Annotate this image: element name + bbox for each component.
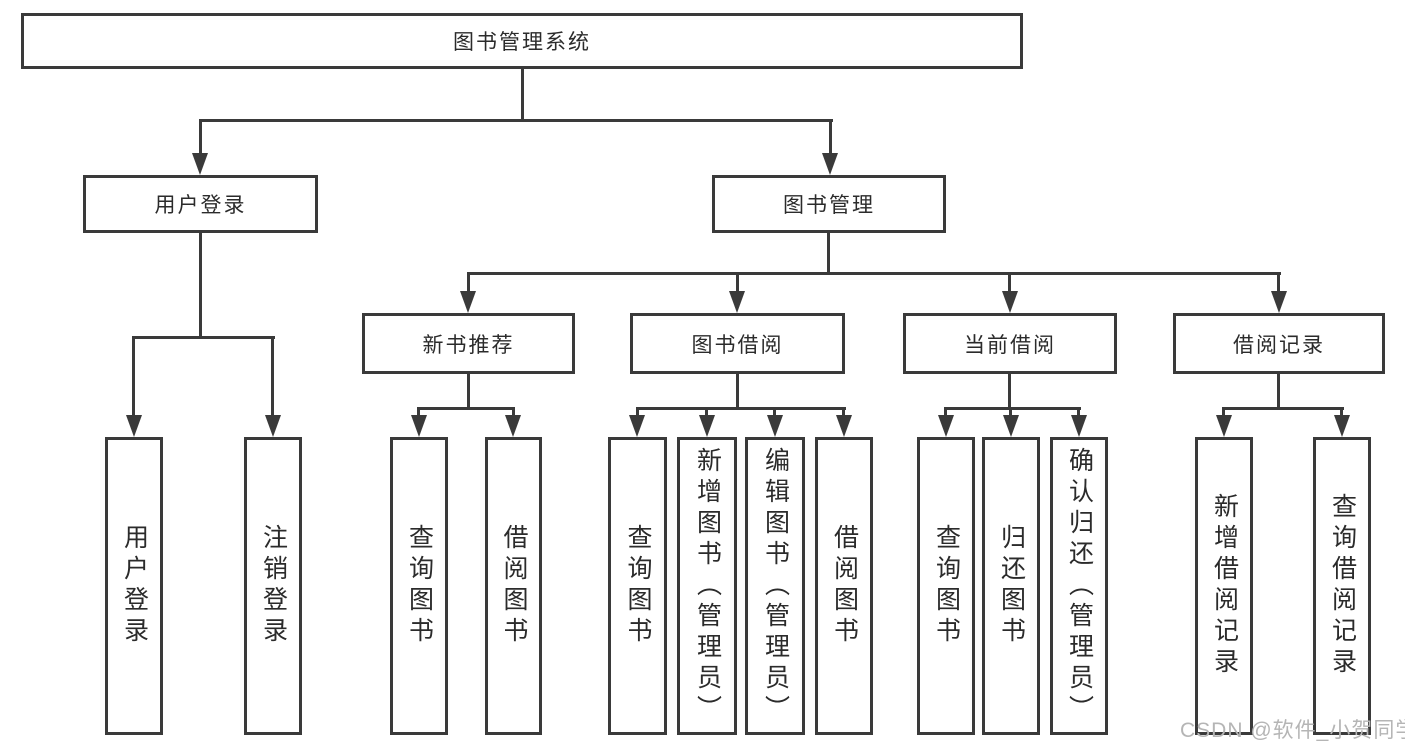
leaf-return-book: 归还图书 <box>982 437 1040 735</box>
leaf-edit-book-admin-label: 编辑图书（管理员） <box>761 446 790 726</box>
leaf-query-books-current: 查询图书 <box>917 437 975 735</box>
node-book-management: 图书管理 <box>712 175 946 233</box>
leaf-query-books-borrowing: 查询图书 <box>608 437 667 735</box>
connector <box>1277 374 1280 409</box>
connector <box>512 407 515 417</box>
connector <box>736 374 739 409</box>
connector <box>944 407 947 417</box>
watermark: CSDN @软件_小贺同学 <box>1180 719 1405 742</box>
connector <box>1008 374 1011 409</box>
leaf-borrow-books-recommend-label: 借阅图书 <box>500 524 528 648</box>
arrowhead-down-icon <box>729 291 745 313</box>
connector <box>199 119 202 155</box>
leaf-edit-book-admin: 编辑图书（管理员） <box>745 437 805 735</box>
leaf-add-book-admin-label: 新增图书（管理员） <box>693 446 722 726</box>
arrowhead-down-icon <box>836 415 852 437</box>
connector <box>199 233 202 338</box>
leaf-add-borrow-record: 新增借阅记录 <box>1195 437 1253 735</box>
connector <box>271 336 274 417</box>
leaf-query-books-recommend-label: 查询图书 <box>405 524 434 648</box>
connector <box>199 119 833 122</box>
leaf-query-borrow-record-label: 查询借阅记录 <box>1328 493 1357 679</box>
connector <box>1009 407 1012 417</box>
connector <box>1340 407 1343 417</box>
node-library-management-system: 图书管理系统 <box>21 13 1023 69</box>
connector <box>132 336 135 417</box>
connector <box>1277 272 1280 292</box>
leaf-query-books-current-label: 查询图书 <box>932 524 961 648</box>
connector <box>636 407 639 417</box>
leaf-logout: 注销登录 <box>244 437 302 735</box>
arrowhead-down-icon <box>1003 415 1019 437</box>
leaf-borrow-books-recommend: 借阅图书 <box>485 437 542 735</box>
arrowhead-down-icon <box>1216 415 1232 437</box>
connector <box>842 407 845 417</box>
connector <box>132 336 275 339</box>
leaf-logout-label: 注销登录 <box>259 524 288 648</box>
arrowhead-down-icon <box>1334 415 1350 437</box>
node-book-management-label: 图书管理 <box>783 194 875 217</box>
leaf-query-books-borrowing-label: 查询图书 <box>624 524 652 648</box>
leaf-query-books-recommend: 查询图书 <box>390 437 448 735</box>
connector <box>417 407 515 410</box>
arrowhead-down-icon <box>460 291 476 313</box>
connector <box>705 407 708 417</box>
leaf-query-borrow-record: 查询借阅记录 <box>1313 437 1371 735</box>
node-library-management-system-label: 图书管理系统 <box>453 31 591 54</box>
node-current-borrowing: 当前借阅 <box>903 313 1117 374</box>
connector <box>467 272 470 292</box>
connector <box>1077 407 1080 417</box>
leaf-add-borrow-record-label: 新增借阅记录 <box>1210 493 1239 679</box>
node-borrowing-records-label: 借阅记录 <box>1233 333 1325 357</box>
node-new-book-recommend-label: 新书推荐 <box>422 333 515 357</box>
arrowhead-down-icon <box>822 153 838 175</box>
arrowhead-down-icon <box>938 415 954 437</box>
connector <box>1008 272 1011 292</box>
leaf-borrow-books-borrowing-label: 借阅图书 <box>830 524 859 648</box>
leaf-user-login-label: 用户登录 <box>120 524 149 648</box>
connector <box>467 374 470 409</box>
node-user-login-label: 用户登录 <box>154 194 247 217</box>
arrowhead-down-icon <box>699 415 715 437</box>
leaf-return-book-label: 归还图书 <box>997 524 1026 648</box>
connector <box>829 119 832 155</box>
node-book-borrowing: 图书借阅 <box>630 313 845 374</box>
connector <box>467 272 1281 275</box>
node-current-borrowing-label: 当前借阅 <box>964 333 1056 357</box>
connector <box>521 68 524 122</box>
connector <box>827 233 830 274</box>
leaf-borrow-books-borrowing: 借阅图书 <box>815 437 873 735</box>
arrowhead-down-icon <box>126 415 142 437</box>
leaf-add-book-admin: 新增图书（管理员） <box>677 437 737 735</box>
arrowhead-down-icon <box>1002 291 1018 313</box>
leaf-confirm-return-admin-label: 确认归还（管理员） <box>1065 446 1094 726</box>
node-user-login: 用户登录 <box>83 175 318 233</box>
node-new-book-recommend: 新书推荐 <box>362 313 575 374</box>
node-book-borrowing-label: 图书借阅 <box>691 333 784 357</box>
arrowhead-down-icon <box>629 415 645 437</box>
leaf-user-login: 用户登录 <box>105 437 163 735</box>
connector <box>417 407 420 417</box>
arrowhead-down-icon <box>411 415 427 437</box>
connector <box>1222 407 1225 417</box>
arrowhead-down-icon <box>767 415 783 437</box>
leaf-confirm-return-admin: 确认归还（管理员） <box>1050 437 1108 735</box>
arrowhead-down-icon <box>192 153 208 175</box>
connector <box>636 407 846 410</box>
arrowhead-down-icon <box>505 415 521 437</box>
arrowhead-down-icon <box>1071 415 1087 437</box>
arrowhead-down-icon <box>265 415 281 437</box>
connector <box>944 407 1081 410</box>
arrowhead-down-icon <box>1271 291 1287 313</box>
node-borrowing-records: 借阅记录 <box>1173 313 1385 374</box>
connector <box>736 272 739 292</box>
connector <box>773 407 776 417</box>
connector <box>1222 407 1344 410</box>
